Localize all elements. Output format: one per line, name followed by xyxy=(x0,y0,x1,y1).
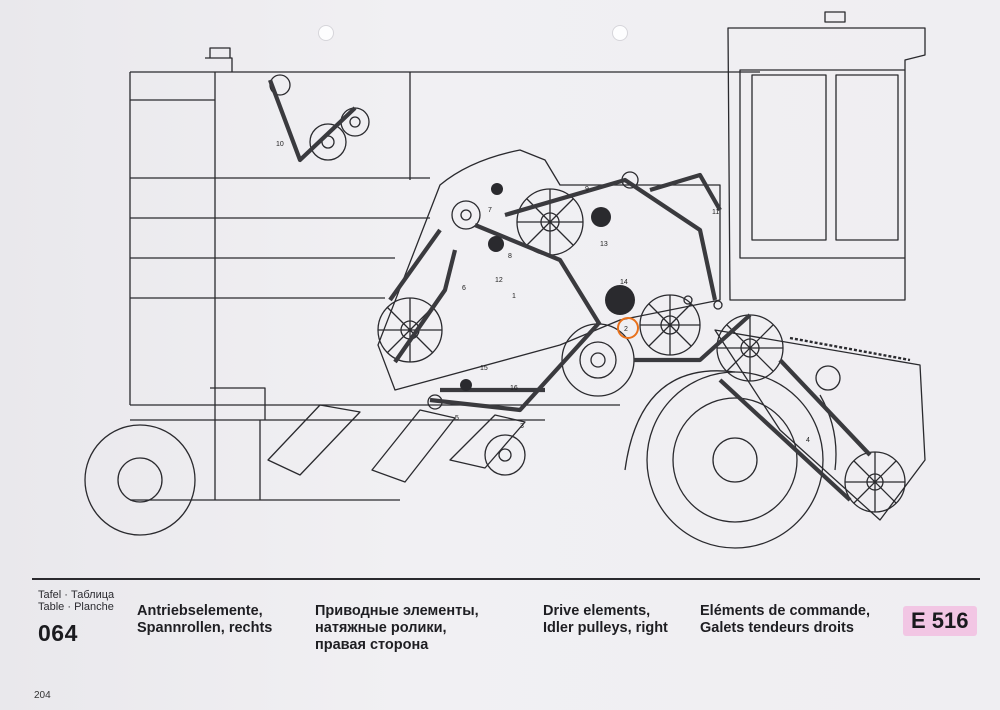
feeder-house xyxy=(714,329,926,521)
callout-9: 9 xyxy=(585,186,589,193)
page-number: 204 xyxy=(34,690,51,701)
callout-13: 13 xyxy=(600,241,608,248)
pulleys xyxy=(269,74,906,513)
callout-16: 16 xyxy=(510,385,518,392)
callout-8: 8 xyxy=(508,253,512,260)
walker-arm-1 xyxy=(267,404,361,476)
callout-11: 11 xyxy=(712,209,719,216)
callout-4: 4 xyxy=(806,437,810,444)
machine-body xyxy=(129,71,760,500)
plate-number: 064 xyxy=(38,620,78,646)
rear-wheel xyxy=(84,424,196,536)
callout-3: 3 xyxy=(520,423,524,430)
callout-2: 2 xyxy=(624,326,628,333)
cab-roof-vent xyxy=(824,11,846,23)
grain-tank-top xyxy=(205,47,233,72)
combine-drive-diagram: 1 2 3 4 5 6 7 8 9 10 11 12 13 14 15 16 xyxy=(84,11,926,549)
callout-5: 5 xyxy=(455,415,459,422)
model-badge: E 516 xyxy=(903,606,977,636)
punch-hole-right xyxy=(612,25,628,41)
highlight-circle xyxy=(617,317,639,339)
title-english: Drive elements, Idler pulleys, right xyxy=(543,603,668,636)
callout-14: 14 xyxy=(620,279,628,286)
lower-frame xyxy=(130,387,620,501)
caption-divider xyxy=(32,578,980,580)
plate-label: Tafel · Таблица Table · Planche xyxy=(38,589,115,613)
cab xyxy=(727,27,926,301)
title-french: Eléments de commande, Galets tendeurs dr… xyxy=(700,603,871,636)
cab-window-right xyxy=(835,74,899,241)
walker-arm-2 xyxy=(371,409,456,483)
callout-7: 7 xyxy=(488,207,492,214)
title-russian: Приводные элементы, натяжные ролики, пра… xyxy=(315,603,479,653)
walker-arm-3 xyxy=(449,414,526,469)
callout-12: 12 xyxy=(495,277,503,284)
drive-belts xyxy=(268,79,872,502)
title-german: Antriebselemente, Spannrollen, rechts xyxy=(137,603,273,636)
callout-1: 1 xyxy=(512,293,516,300)
idler-rollers xyxy=(460,183,635,391)
cab-window-left xyxy=(751,74,827,241)
callout-labels: 1 2 3 4 5 6 7 8 9 10 11 12 13 14 15 16 xyxy=(276,141,810,444)
callout-10: 10 xyxy=(276,141,284,148)
callout-15: 15 xyxy=(480,365,488,372)
punch-hole-left xyxy=(318,25,334,41)
callout-6: 6 xyxy=(462,285,466,292)
